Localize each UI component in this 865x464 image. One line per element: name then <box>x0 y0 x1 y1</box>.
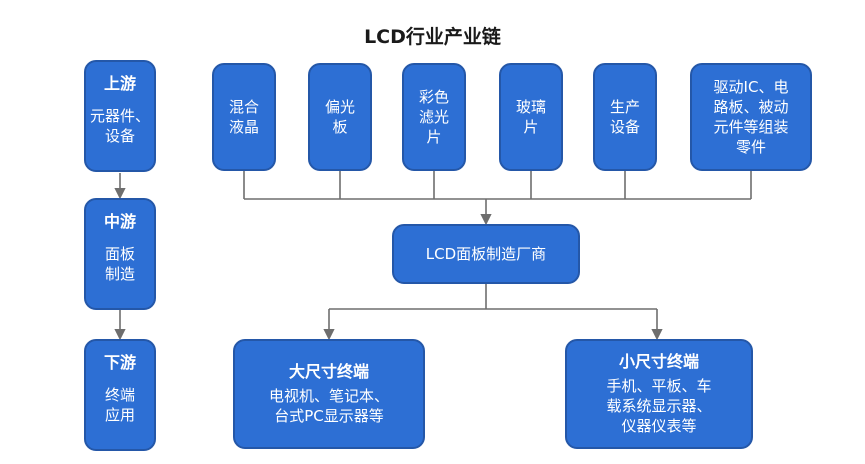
upstream-item-driver-ic-components: 驱动IC、电 路板、被动 元件等组装 零件 <box>690 63 812 171</box>
upstream-item-glass-substrate: 玻璃 片 <box>499 63 563 171</box>
stage-midstream-name: 中游 <box>103 212 136 231</box>
stage-downstream-name: 下游 <box>103 353 136 372</box>
terminal-large-size-title: 大尺寸终端 <box>288 362 369 381</box>
upstream-item-liquid-crystal: 混合 液晶 <box>212 63 276 171</box>
upstream-item-production-equipment: 生产 设备 <box>593 63 657 171</box>
upstream-item-polarizer: 偏光 板 <box>308 63 372 171</box>
stage-downstream: 下游 终端 应用 <box>84 339 156 451</box>
stage-upstream-name: 上游 <box>103 74 136 93</box>
stage-midstream: 中游 面板 制造 <box>84 198 156 310</box>
terminal-large-size: 大尺寸终端 电视机、笔记本、 台式PC显示器等 <box>233 339 425 449</box>
stage-upstream: 上游 元器件、 设备 <box>84 60 156 172</box>
lcd-panel-manufacturer: LCD面板制造厂商 <box>392 224 580 284</box>
terminal-small-size-title: 小尺寸终端 <box>618 352 699 371</box>
upstream-item-color-filter: 彩色 滤光 片 <box>402 63 466 171</box>
diagram-title: LCD行业产业链 <box>364 26 501 48</box>
terminal-small-size: 小尺寸终端 手机、平板、车 载系统显示器、 仪器仪表等 <box>565 339 753 449</box>
